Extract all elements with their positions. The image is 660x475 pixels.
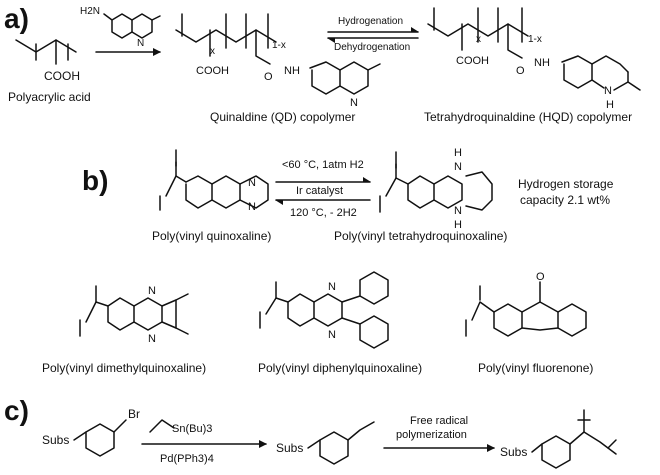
dmq-n2: N	[148, 333, 156, 345]
hqd-nh: NH	[534, 57, 550, 69]
step2-line2: polymerization	[396, 429, 467, 441]
qd-nh: NH	[284, 65, 300, 77]
diphenylquinoxaline-structure: N N	[259, 271, 389, 349]
styrene-structure: Subs	[276, 421, 375, 465]
vinyl-stannane	[149, 419, 175, 433]
stannane-label: Sn(Bu)3	[172, 423, 212, 435]
polyacrylic-acid-label: Polyacrylic acid	[8, 90, 91, 104]
aminoquinaldine-reagent: H2N N	[80, 6, 161, 49]
panel-a-marker: a)	[4, 3, 29, 34]
reagent-h2n: H2N	[80, 6, 100, 17]
hqd-h: H	[606, 99, 614, 111]
vinyl-thq-structure: N H N H	[379, 147, 493, 231]
panel-a: a) COOH Polyacrylic acid H2N N x	[4, 3, 641, 124]
pvq-n2: N	[248, 201, 256, 213]
qd-x: x	[210, 46, 215, 57]
pvq-label: Poly(vinyl quinoxaline)	[152, 229, 271, 243]
fluorenone-structure: O	[465, 271, 587, 337]
cooh-label: COOH	[44, 69, 80, 83]
qd-copolymer-label: Quinaldine (QD) copolymer	[210, 110, 355, 124]
hqd-x: x	[476, 34, 481, 45]
qd-n: N	[350, 97, 358, 109]
hqd-n: N	[604, 85, 612, 97]
panel-b-marker: b)	[82, 165, 108, 196]
hqd-copolymer-structure: x 1-x COOH O NH N H	[427, 7, 641, 111]
reagent-n: N	[137, 38, 144, 49]
hqd-cooh: COOH	[456, 55, 489, 67]
polyacrylic-acid-structure: COOH	[15, 39, 80, 83]
panel-c: c) Subs Br Sn(Bu)3 Pd(PPh3)4 Subs Free r…	[4, 395, 617, 469]
storage-line1: Hydrogen storage	[518, 177, 614, 191]
hqd-o: O	[516, 65, 525, 77]
thq-h-top: H	[454, 147, 462, 159]
fluorenone-label: Poly(vinyl fluorenone)	[478, 361, 593, 375]
vinyl-quinoxaline-structure: N N	[159, 149, 269, 213]
qd-cooh: COOH	[196, 65, 229, 77]
thq-h-bottom: H	[454, 219, 462, 231]
subs-3: Subs	[500, 445, 527, 459]
panel-c-marker: c)	[4, 395, 29, 426]
pvq-n1: N	[248, 177, 256, 189]
hydrogenation-label: Hydrogenation	[338, 16, 403, 27]
cond-bottom: 120 °C, - 2H2	[290, 207, 357, 219]
dpq-label: Poly(vinyl diphenylquinoxaline)	[258, 361, 422, 375]
subs-2: Subs	[276, 441, 303, 455]
subs-1: Subs	[42, 433, 69, 447]
pvthq-label: Poly(vinyl tetrahydroquinoxaline)	[334, 229, 507, 243]
cond-top: <60 °C, 1atm H2	[282, 159, 364, 171]
qd-o: O	[264, 71, 273, 83]
fluorenone-o: O	[536, 271, 545, 283]
dehydrogenation-label: Dehydrogenation	[334, 42, 410, 53]
polystyrene-structure: Subs	[500, 409, 617, 469]
qd-copolymer-structure: x 1-x COOH O NH N	[175, 13, 381, 109]
hqd-1-x: 1-x	[528, 34, 542, 45]
step2-line1: Free radical	[410, 415, 468, 427]
catalyst-label: Pd(PPh3)4	[160, 453, 214, 465]
dmq-n1: N	[148, 285, 156, 297]
dmq-label: Poly(vinyl dimethylquinoxaline)	[42, 361, 206, 375]
dpq-n1: N	[328, 281, 336, 293]
qd-1-x: 1-x	[272, 40, 286, 51]
panel-b: b) N N Poly(vinyl quinoxaline) <60 °C, 1…	[42, 147, 614, 375]
storage-line2: capacity 2.1 wt%	[520, 193, 610, 207]
thq-nh-bottom: N	[454, 205, 462, 217]
thq-nh-top: N	[454, 161, 462, 173]
br-label: Br	[128, 407, 140, 421]
hqd-copolymer-label: Tetrahydroquinaldine (HQD) copolymer	[424, 110, 632, 124]
cond-mid: Ir catalyst	[296, 185, 343, 197]
dimethylquinoxaline-structure: N N	[79, 285, 189, 345]
dpq-n2: N	[328, 329, 336, 341]
bromoarene-structure: Subs Br	[42, 407, 140, 457]
